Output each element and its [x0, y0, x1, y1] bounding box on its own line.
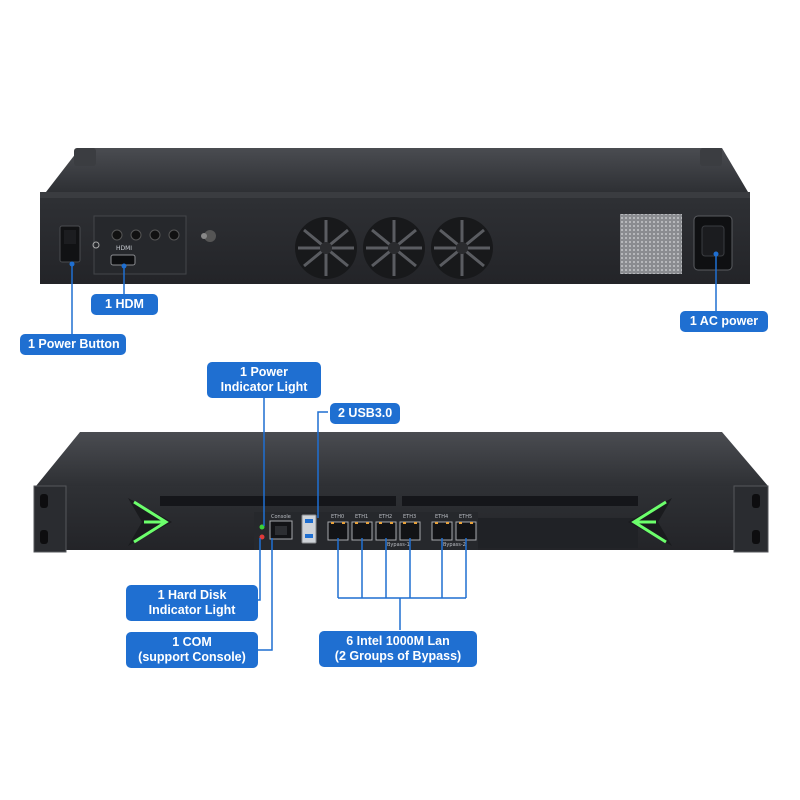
psu-vent	[620, 214, 682, 274]
callout-hdmi-text: 1 HDM	[105, 297, 144, 311]
eth5-label: ETH5	[459, 514, 473, 520]
front-chassis-top	[36, 432, 768, 486]
eth0-label: ETH0	[331, 514, 345, 520]
callout-usb-text: 2 USB3.0	[338, 406, 393, 420]
bypass1-label: Bypass-1	[387, 542, 410, 548]
callout-power-indicator-line2: Indicator Light	[220, 380, 308, 394]
eth2-label: ETH2	[379, 514, 393, 520]
callout-ac-power-text: 1 AC power	[689, 314, 759, 328]
rear-fans	[295, 217, 493, 279]
callout-ac-power: 1 AC power	[680, 311, 768, 332]
callout-hdd-indicator-line2: Indicator Light	[148, 603, 236, 617]
rear-io-bracket	[93, 215, 187, 275]
callout-lan-line2: (2 Groups of Bypass)	[334, 649, 462, 663]
front-ear-right	[733, 485, 769, 553]
callout-lan: 6 Intel 1000M Lan (2 Groups of Bypass)	[319, 631, 477, 667]
callout-usb: 2 USB3.0	[330, 403, 400, 424]
eth-ports	[327, 521, 477, 541]
green-accent-left	[128, 498, 172, 546]
callout-hdd-indicator: 1 Hard Disk Indicator Light	[126, 585, 258, 621]
eth4-label: ETH4	[435, 514, 449, 520]
green-accent-right	[628, 498, 672, 546]
console-port-label: Console	[271, 514, 291, 520]
callout-com-line2: (support Console)	[138, 650, 246, 664]
callout-power-indicator-line1: 1 Power	[240, 365, 288, 379]
callout-power-button: 1 Power Button	[20, 334, 126, 355]
callout-com: 1 COM (support Console)	[126, 632, 258, 668]
hdmi-port-label: HDMI	[116, 245, 133, 252]
callout-hdd-indicator-line1: 1 Hard Disk	[157, 588, 227, 602]
bypass2-label: Bypass-2	[443, 542, 466, 548]
callout-power-indicator: 1 Power Indicator Light	[207, 362, 321, 398]
rear-chassis-top	[46, 148, 748, 192]
rear-ear-right	[700, 148, 722, 166]
eth3-label: ETH3	[403, 514, 417, 520]
callout-hdmi: 1 HDM	[91, 294, 158, 315]
hdmi-port	[110, 254, 136, 266]
callout-power-button-text: 1 Power Button	[28, 337, 120, 351]
eth1-label: ETH1	[355, 514, 369, 520]
front-ear-left	[33, 485, 67, 553]
callout-com-line1: 1 COM	[172, 635, 212, 649]
callout-lan-line1: 6 Intel 1000M Lan	[346, 634, 450, 648]
rear-ear-left	[74, 148, 96, 166]
